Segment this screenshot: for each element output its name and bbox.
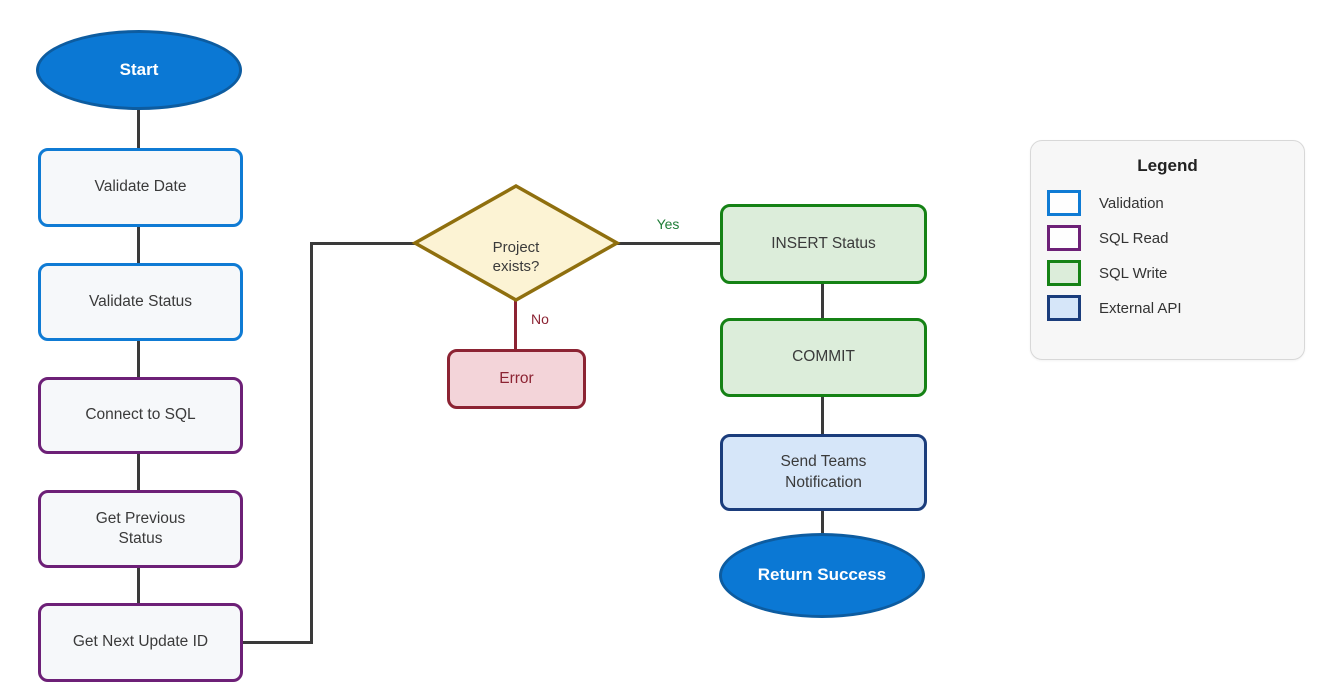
legend-label-external-api: External API (1099, 299, 1182, 317)
node-send-teams-notification: Send Teams Notification (720, 434, 927, 511)
decision-diamond-shape (411, 183, 621, 303)
node-get-next-update-id: Get Next Update ID (38, 603, 243, 682)
legend-item-sql-read: SQL Read (1047, 225, 1288, 251)
no-edge-label: No (531, 311, 549, 327)
edge-start-to-validate-date (137, 109, 140, 149)
edge-validate-date-to-status (137, 226, 140, 264)
legend-swatch-validation (1047, 190, 1081, 216)
node-start: Start (36, 30, 242, 110)
node-commit-label: COMMIT (792, 348, 855, 366)
legend-label-validation: Validation (1099, 194, 1164, 212)
node-project-exists: Project exists? (456, 238, 576, 276)
legend-label-sql-read: SQL Read (1099, 229, 1169, 247)
yes-edge-label: Yes (656, 216, 680, 232)
node-validate-date: Validate Date (38, 148, 243, 227)
legend-swatch-sql-read (1047, 225, 1081, 251)
edge-get-next-elbow-vertical (310, 242, 313, 644)
legend-panel: Legend Validation SQL Read SQL Write Ext… (1030, 140, 1305, 360)
edge-commit-to-teams (821, 396, 824, 435)
legend-swatch-external-api (1047, 295, 1081, 321)
edge-connect-to-get-previous (137, 453, 140, 491)
node-validate-status-label: Validate Status (88, 292, 193, 310)
node-insert-status-label: INSERT Status (771, 234, 876, 252)
edge-teams-to-return (821, 510, 824, 535)
node-send-teams-notification-label: Send Teams Notification (780, 453, 867, 491)
node-get-previous-status-label: Get Previous Status (95, 509, 186, 547)
node-get-next-update-id-label: Get Next Update ID (72, 633, 209, 651)
edge-decision-no-to-error (514, 298, 517, 350)
node-start-label: Start (119, 59, 159, 79)
legend-label-sql-write: SQL Write (1099, 264, 1168, 282)
legend-title: Legend (1137, 156, 1198, 175)
node-commit: COMMIT (720, 318, 927, 397)
edge-insert-to-commit (821, 283, 824, 319)
edge-decision-yes-to-insert (615, 242, 721, 245)
node-get-previous-status: Get Previous Status (38, 490, 243, 568)
node-return-success: Return Success (719, 533, 925, 618)
edge-validate-status-to-connect (137, 340, 140, 378)
legend-item-external-api: External API (1047, 295, 1288, 321)
node-project-exists-label: Project exists? (492, 239, 540, 275)
node-validate-date-label: Validate Date (94, 178, 187, 196)
node-connect-to-sql: Connect to SQL (38, 377, 243, 454)
node-error-label: Error (499, 369, 534, 387)
node-validate-status: Validate Status (38, 263, 243, 341)
legend-swatch-sql-write (1047, 260, 1081, 286)
edge-get-next-elbow-horizontal (242, 641, 313, 644)
node-connect-to-sql-label: Connect to SQL (85, 406, 196, 424)
legend-item-validation: Validation (1047, 190, 1288, 216)
node-insert-status: INSERT Status (720, 204, 927, 284)
edge-elbow-to-decision (310, 242, 415, 245)
node-return-success-label: Return Success (757, 565, 887, 585)
node-error: Error (447, 349, 586, 409)
legend-item-sql-write: SQL Write (1047, 260, 1288, 286)
edge-get-previous-to-get-next (137, 567, 140, 604)
